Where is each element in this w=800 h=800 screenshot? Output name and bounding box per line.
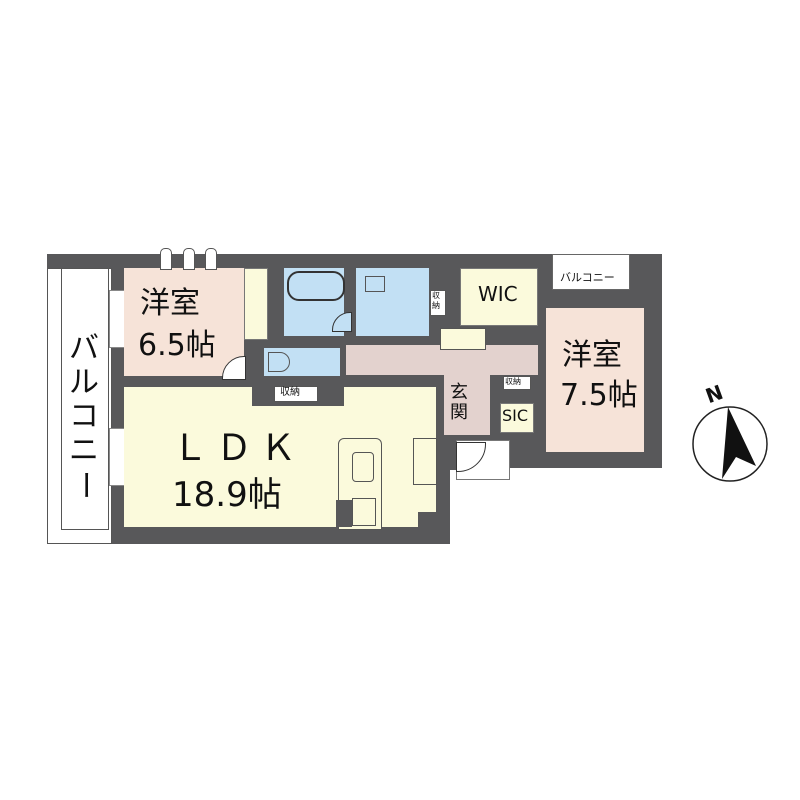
room-wic	[460, 268, 538, 326]
hallway	[346, 345, 538, 375]
balcony-north-east	[552, 254, 630, 290]
compass-arrow-icon	[692, 406, 768, 482]
window-bay-2	[183, 248, 195, 270]
window-bay-1	[160, 248, 172, 270]
balcony-char: ル	[69, 365, 99, 400]
entrance-label-1: 玄	[450, 382, 468, 403]
hall-closet	[440, 328, 486, 350]
balcony-char: ニ	[69, 433, 99, 468]
kitchen-sink	[352, 452, 374, 482]
balcony-north-east-label: バルコニー	[560, 271, 615, 284]
room-wic-label: WIC	[478, 282, 518, 306]
wash-basin	[365, 276, 385, 292]
balcony-west-label: バ ル コ ニ ー	[66, 332, 102, 502]
compass: N	[690, 380, 780, 482]
balcony-char: ー	[67, 470, 102, 500]
balcony-char: コ	[69, 399, 99, 434]
room-ldk	[124, 387, 436, 527]
closet-western-1	[244, 268, 268, 340]
kitchen-stove	[352, 498, 376, 526]
wall-kitchen-notch	[336, 500, 352, 527]
ldk-storage-label: 収納	[280, 387, 300, 398]
window-ldk	[109, 428, 125, 486]
room-western-7-5	[546, 308, 644, 452]
balcony-char: バ	[69, 331, 99, 366]
bathtub	[287, 271, 345, 301]
window-bay-3	[205, 248, 217, 270]
room-ldk-size: 18.9帖	[172, 475, 282, 515]
ldk-storage	[274, 386, 318, 402]
hall-storage-label: 収納	[505, 377, 521, 386]
washroom-storage	[430, 290, 446, 316]
room-ldk-name: ＬＤＫ	[172, 428, 305, 469]
room-western-2-size: 7.5帖	[560, 378, 638, 413]
room-sic-label: SIC	[502, 406, 529, 425]
washroom-storage-label-1: 収	[432, 291, 440, 300]
room-western-6-5	[124, 268, 244, 376]
window-western-room-1	[109, 290, 125, 348]
entrance-label-2: 関	[450, 402, 468, 423]
wall-ldk-corner	[418, 512, 436, 527]
fridge-space	[413, 438, 437, 485]
door-bathroom[interactable]	[332, 312, 352, 332]
room-western-1-size: 6.5帖	[138, 328, 216, 363]
room-western-1-name: 洋室	[140, 286, 200, 321]
toilet	[268, 352, 290, 372]
room-sic	[500, 403, 534, 433]
room-entrance	[444, 375, 490, 435]
washroom-storage-label-2: 納	[432, 301, 440, 310]
hall-storage	[503, 376, 531, 390]
balcony-west-inner	[61, 268, 109, 530]
room-western-2-name: 洋室	[562, 338, 622, 373]
